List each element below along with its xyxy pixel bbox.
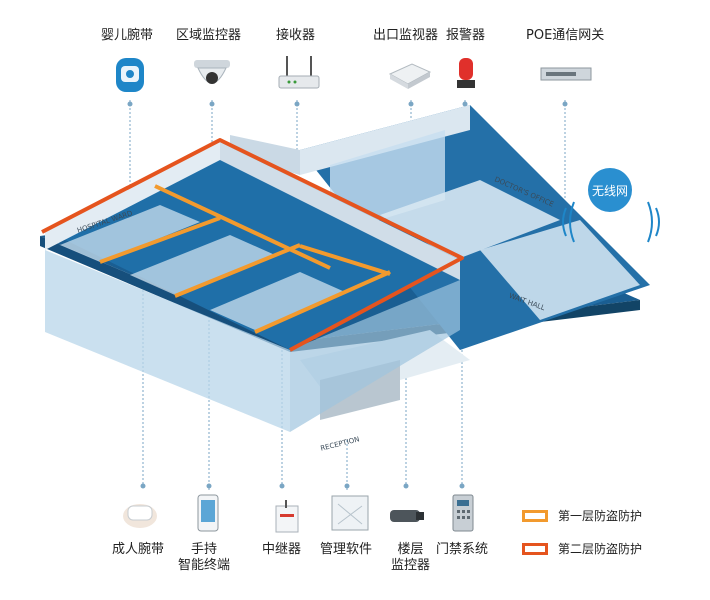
- repeater-icon: [272, 500, 302, 538]
- management-software-icon: [330, 494, 370, 536]
- poe-gateway-icon: [540, 66, 592, 86]
- baby-wristband-icon: [112, 56, 148, 98]
- bottom-label-adult-wristband: 成人腕带: [112, 542, 165, 557]
- wireless-network-label: 无线网: [592, 184, 629, 198]
- top-label-poe-gateway: POE通信网关: [526, 28, 605, 43]
- top-label-receiver: 接收器: [276, 28, 316, 43]
- exit-monitor-icon: [388, 62, 432, 94]
- adult-wristband-icon: [120, 496, 160, 534]
- legend-label-second-layer: 第二层防盗防护: [558, 542, 643, 556]
- top-label-baby-wristband: 婴儿腕带: [101, 28, 154, 43]
- access-control-icon: [452, 494, 474, 536]
- legend-item-first-layer: 第一层防盗防护: [522, 507, 642, 524]
- top-label-area-monitor: 区域监控器: [176, 28, 242, 43]
- top-label-alarm: 报警器: [446, 28, 486, 43]
- alarm-light-icon: [456, 56, 476, 94]
- legend-swatch-second-layer: [522, 542, 548, 555]
- bottom-label-handheld-terminal: 手持 智能终端: [178, 542, 231, 573]
- legend-item-second-layer: 第二层防盗防护: [522, 540, 642, 557]
- dome-camera-icon: [192, 58, 232, 96]
- legend-label-first-layer: 第一层防盗防护: [558, 509, 643, 523]
- bottom-label-access-control: 门禁系统: [436, 542, 489, 557]
- floor-monitor-camera-icon: [386, 506, 426, 534]
- bottom-label-repeater: 中继器: [262, 542, 302, 557]
- handheld-terminal-icon: [196, 494, 220, 536]
- bottom-label-floor-monitor: 楼层 监控器: [391, 542, 431, 573]
- top-label-exit-monitor: 出口监视器: [373, 28, 439, 43]
- bottom-label-management-software: 管理软件: [320, 542, 373, 557]
- legend-swatch-first-layer: [522, 509, 548, 522]
- receiver-router-icon: [277, 52, 321, 96]
